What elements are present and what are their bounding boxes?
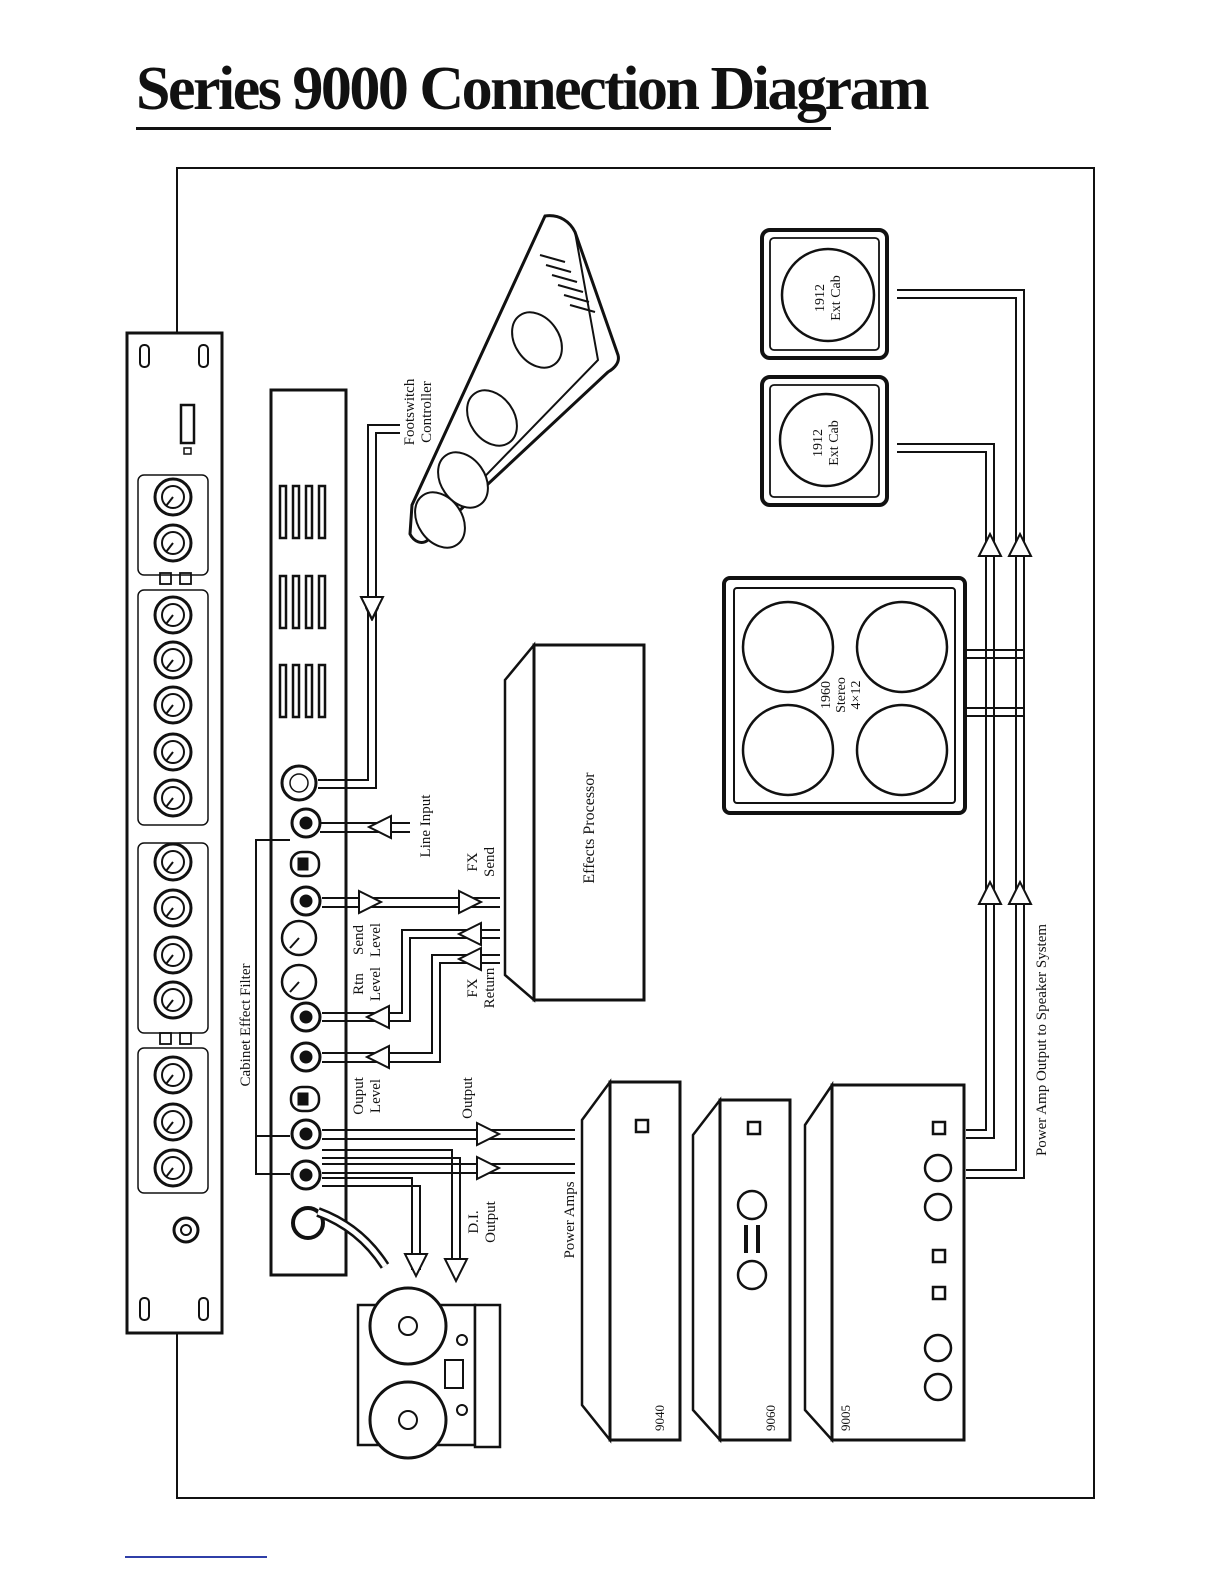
jack-socket: [292, 809, 320, 837]
signal-arrow: [1009, 534, 1031, 556]
svg-text:1960: 1960: [819, 681, 834, 709]
rack-knob: [155, 525, 191, 561]
svg-text:Level: Level: [368, 967, 384, 1001]
rack-knob: [155, 780, 191, 816]
signal-arrow: [367, 1046, 389, 1068]
rack-knob: [155, 844, 191, 880]
effects-processor-label: Effects Processor: [581, 772, 598, 884]
svg-text:FX: FX: [465, 978, 481, 997]
rack-knob: [155, 1150, 191, 1186]
rack-knob: [155, 890, 191, 926]
signal-arrow: [405, 1254, 427, 1276]
signal-arrow: [459, 891, 481, 913]
power-amp-9005: [805, 1085, 964, 1440]
svg-text:Ext Cab: Ext Cab: [827, 420, 842, 466]
svg-text:1912: 1912: [811, 429, 826, 457]
amp-9040-label: 9040: [652, 1405, 667, 1431]
signal-arrow: [1009, 882, 1031, 904]
rack-knob: [155, 734, 191, 770]
footswitch-label: Footswitch Controller: [402, 378, 435, 445]
rack-knob: [155, 1104, 191, 1140]
jack-socket: [292, 887, 320, 915]
signal-arrow: [459, 948, 481, 970]
output-label: Output: [460, 1076, 476, 1119]
signal-arrow: [367, 1006, 389, 1028]
line-input-label: Line Input: [418, 794, 434, 858]
svg-text:Level: Level: [368, 1079, 384, 1113]
svg-text:Controller: Controller: [419, 381, 435, 443]
signal-arrow: [477, 1123, 499, 1145]
amp-9060-label: 9060: [763, 1405, 778, 1431]
svg-text:Ouput: Ouput: [351, 1076, 367, 1114]
svg-text:Stereo: Stereo: [834, 677, 849, 713]
signal-arrow: [477, 1157, 499, 1179]
send-level-label: Send Level: [351, 923, 384, 957]
power-amp-output-label: Power Amp Output to Speaker System: [1034, 924, 1050, 1156]
jack-socket: [292, 1161, 320, 1189]
svg-text:Rtn: Rtn: [351, 973, 367, 995]
power-amp-9060: [693, 1100, 790, 1440]
footswitch-pedal: [405, 216, 619, 558]
amp-9005-label: 9005: [838, 1405, 853, 1431]
signal-arrow: [979, 882, 1001, 904]
svg-text:Level: Level: [368, 923, 384, 957]
svg-text:4×12: 4×12: [849, 681, 864, 710]
fx-send-label: FX Send: [465, 847, 498, 878]
svg-text:Return: Return: [482, 967, 498, 1008]
fx-return-label: FX Return: [465, 967, 498, 1008]
svg-text:D.I.: D.I.: [466, 1210, 482, 1233]
svg-text:Send: Send: [482, 847, 498, 878]
rack-knob: [155, 687, 191, 723]
ext-cab-top-label: 1912 Ext Cab: [813, 275, 844, 321]
signal-arrow: [979, 534, 1001, 556]
svg-text:Send: Send: [351, 925, 367, 956]
cabinet-effect-filter-label: Cabinet Effect Filter: [238, 963, 254, 1086]
svg-text:Footswitch: Footswitch: [402, 378, 418, 445]
power-amp-9040: [582, 1082, 680, 1440]
effects-processor-unit: [505, 645, 644, 1000]
svg-text:1912: 1912: [813, 284, 828, 312]
tape-recorder: [358, 1288, 500, 1458]
rack-knob: [155, 597, 191, 633]
signal-arrow: [361, 597, 383, 619]
ext-cab-bottom-label: 1912 Ext Cab: [811, 420, 842, 466]
output-level-label: Ouput Level: [351, 1076, 384, 1114]
jack-socket: [292, 1043, 320, 1071]
rack-knob: [155, 642, 191, 678]
di-output-label: D.I. Output: [466, 1200, 499, 1243]
svg-text:FX: FX: [465, 852, 481, 871]
svg-text:Ext Cab: Ext Cab: [829, 275, 844, 321]
signal-arrow: [359, 891, 381, 913]
rack-knob: [155, 1057, 191, 1093]
rack-knob: [155, 982, 191, 1018]
rack-knob: [155, 479, 191, 515]
cab-1960-label: 1960 Stereo 4×12: [819, 677, 864, 713]
signal-arrow: [369, 816, 391, 838]
signal-arrow: [459, 923, 481, 945]
jack-socket: [292, 1003, 320, 1031]
signal-arrow: [445, 1259, 467, 1281]
svg-text:Output: Output: [483, 1200, 499, 1243]
rack-knob: [155, 937, 191, 973]
jack-socket: [292, 1120, 320, 1148]
rtn-level-label: Rtn Level: [351, 967, 384, 1001]
power-amps-label: Power Amps: [562, 1181, 578, 1258]
